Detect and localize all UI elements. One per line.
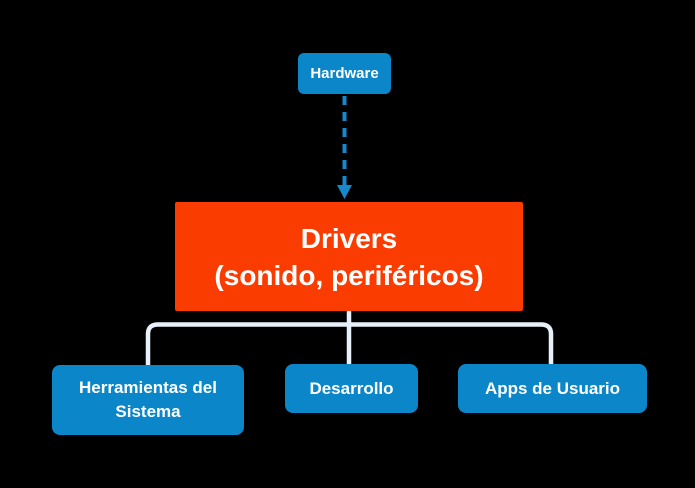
drivers-branch-connector (145, 322, 554, 365)
node-desarrollo: Desarrollo (285, 364, 418, 413)
node-drivers: Drivers (sonido, periféricos) (175, 202, 523, 311)
node-hardware-label: Hardware (310, 65, 379, 82)
arrowhead-icon (337, 185, 352, 199)
node-herramientas-del-sistema: Herramientas del Sistema (52, 365, 244, 435)
node-drivers-label-line1: Drivers (300, 222, 398, 254)
node-drivers-label-line2: (sonido, periféricos) (214, 259, 484, 291)
node-herramientas-label: Herramientas del Sistema (79, 378, 217, 421)
node-hardware: Hardware (298, 53, 391, 94)
node-apps-de-usuario: Apps de Usuario (458, 364, 647, 413)
node-apps-label: Apps de Usuario (484, 378, 621, 398)
node-desarrollo-label: Desarrollo (309, 378, 394, 398)
